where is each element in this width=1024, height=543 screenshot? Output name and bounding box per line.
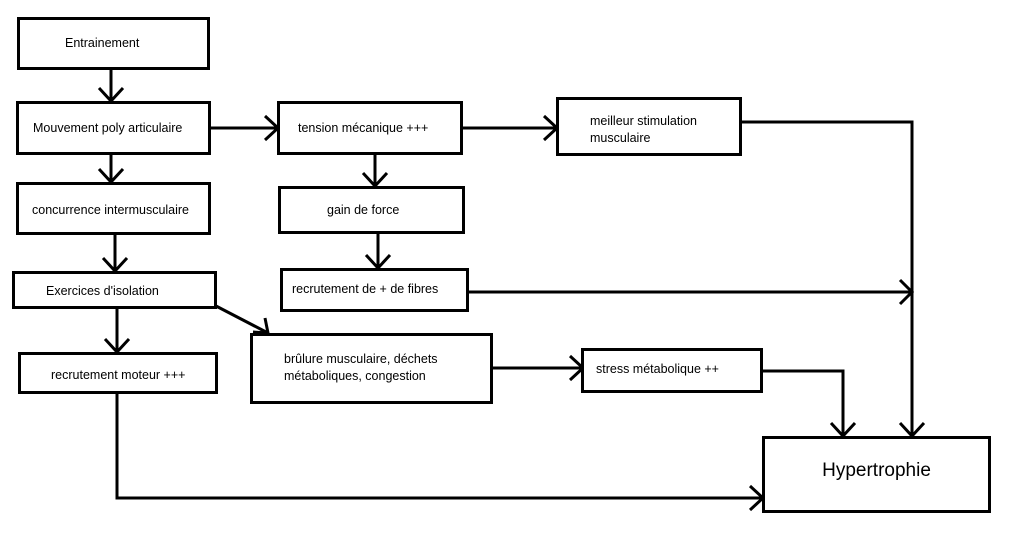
node-entrainement-label: Entrainement [65,36,140,50]
node-mouvement-label: Mouvement poly articulaire [33,121,183,135]
edge-recrutement-moteur-hypertrophie [115,393,763,500]
node-brulure-label-line2: métaboliques, congestion [284,369,426,383]
node-recrutement-fibres: recrutement de + de fibres [280,268,469,312]
node-meilleur-stimulation: meilleur stimulation musculaire [556,97,742,156]
node-tension-label: tension mécanique +++ [298,121,429,135]
node-isolation-label: Exercices d'isolation [46,284,159,298]
edge-isolation-brulure [215,304,269,335]
node-concurrence-label: concurrence intermusculaire [32,203,190,217]
node-stress-metabolique: stress métabolique ++ [581,348,763,393]
node-concurrence-intermusculaire: concurrence intermusculaire [16,182,211,235]
arrowhead [898,278,915,306]
node-stimulation-label-line1: meilleur stimulation [590,114,697,128]
node-exercices-isolation: Exercices d'isolation [12,271,217,309]
node-stimulation-label-line2: musculaire [590,131,651,145]
node-brulure-musculaire: brûlure musculaire, déchets métaboliques… [250,333,493,404]
node-entrainement: Entrainement [17,17,210,70]
node-hypertrophie: Hypertrophie [762,436,991,513]
node-brulure-label-line1: brûlure musculaire, déchets [284,352,438,366]
node-recrutement-moteur: recrutement moteur +++ [18,352,218,394]
node-recrutement-fibres-label: recrutement de + de fibres [292,282,439,296]
node-stress-label: stress métabolique ++ [596,362,719,376]
node-gain-de-force: gain de force [278,186,465,234]
node-tension-mecanique: tension mécanique +++ [277,101,463,155]
node-gain-force-label: gain de force [327,203,400,217]
node-mouvement-poly-articulaire: Mouvement poly articulaire [16,101,211,155]
edge-stimulation-hypertrophie [741,120,914,436]
edge-stress-hypertrophie [762,369,845,436]
node-hypertrophie-label: Hypertrophie [822,460,931,481]
node-recrutement-moteur-label: recrutement moteur +++ [51,368,186,382]
